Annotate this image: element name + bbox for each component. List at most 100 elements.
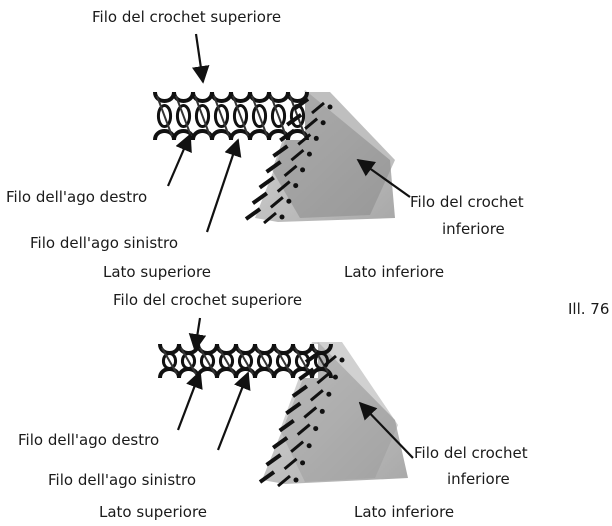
label-right-needle-thread-1: Filo dell'ago destro (6, 188, 148, 206)
label-right-needle-thread-2: Filo dell'ago destro (18, 431, 160, 449)
fabric-lower-side-2 (262, 342, 408, 484)
overlock-stitch-band-1 (153, 91, 309, 141)
diagonal-stitch (278, 418, 295, 433)
stitch-dot (286, 198, 292, 204)
needle-loop (156, 103, 173, 129)
needle-loop (213, 103, 230, 129)
diagonal-stitch (244, 207, 262, 221)
label-upper-looper-thread-1: Filo del crochet superiore (92, 8, 282, 26)
diagonal-stitch (298, 367, 315, 381)
label-lower-looper-thread-2a: Filo del crochet (414, 444, 528, 462)
stitch-dot (320, 120, 326, 126)
label-upper-side-1: Lato superiore (103, 263, 212, 281)
needle-loop (175, 103, 192, 129)
diagonal-stitch (311, 101, 325, 115)
stitch-dot (293, 183, 299, 189)
needle-loop (161, 352, 178, 370)
needle-loop (194, 103, 211, 129)
diagonal-stitch (292, 97, 310, 111)
needle-loop (313, 352, 330, 370)
diagonal-stitch (279, 128, 296, 143)
stitch-dot (279, 214, 285, 220)
diagonal-stitch (265, 160, 282, 174)
diagonal-stitch-row-1 (244, 97, 333, 225)
diagonal-stitch (323, 354, 337, 368)
needle-loop (180, 352, 197, 370)
arrow-left-needle-2 (216, 371, 251, 451)
diagonal-stitch (258, 470, 276, 484)
thread-cross (175, 95, 192, 137)
label-upper-looper-thread-2: Filo del crochet superiore (113, 291, 303, 309)
diagonal-stitch (283, 164, 298, 178)
arrow-lower-looper-2 (358, 401, 414, 459)
diagonal-stitch (316, 371, 331, 385)
diagonal-stitch (271, 436, 289, 450)
diagonal-stitch (285, 113, 303, 127)
diagonal-stitch (285, 401, 302, 416)
thread-cross (270, 95, 287, 137)
arrow-left-needle-1 (205, 138, 242, 233)
thread-cross (161, 347, 178, 375)
diagonal-stitch (296, 423, 311, 436)
label-left-needle-thread-1: Filo dell'ago sinistro (30, 234, 179, 252)
diagonal-stitch (291, 384, 309, 398)
needle-loop (237, 352, 254, 370)
thread-cross (180, 347, 197, 375)
thread-cross (199, 347, 216, 375)
diagonal-stitch (290, 440, 305, 453)
stitch-dot (306, 151, 312, 157)
diagonal-stitch (265, 453, 282, 467)
label-lower-looper-thread-1b: inferiore (442, 220, 505, 238)
label-lower-side-2: Lato inferiore (354, 503, 455, 521)
diagonal-stitch (297, 133, 312, 146)
thread-cross (237, 347, 254, 375)
diagonal-stitch (263, 211, 277, 225)
diagonal-stitch (309, 389, 324, 402)
stitch-dot (313, 135, 319, 141)
stitch-dot (313, 426, 319, 432)
label-lower-looper-thread-2b: inferiore (447, 470, 510, 488)
figure-reference: Ill. 76 (568, 300, 610, 318)
needle-loop (251, 103, 268, 129)
stitch-dot (293, 477, 299, 483)
diagonal-stitch (304, 117, 319, 130)
upper-looper-loop (286, 91, 309, 103)
stitch-dot (300, 167, 306, 173)
diagonal-stitch (251, 191, 269, 205)
stitch-dot (339, 357, 345, 363)
needle-loop (275, 352, 292, 370)
label-left-needle-thread-2: Filo dell'ago sinistro (48, 471, 197, 489)
diagonal-stitch (258, 175, 275, 190)
diagonal-stitch (303, 406, 318, 419)
stitch-dot (326, 391, 332, 397)
diagonal-stitch (269, 196, 284, 209)
needle-loop (218, 352, 235, 370)
arrow-upper-looper-2 (188, 317, 207, 352)
label-lower-looper-thread-1a: Filo del crochet (410, 193, 524, 211)
needle-loop (232, 103, 249, 129)
thread-cross (213, 95, 230, 137)
thread-cross (294, 347, 311, 375)
thread-cross (194, 95, 211, 137)
label-upper-side-2: Lato superiore (99, 503, 208, 521)
arrow-right-needle-2 (176, 370, 203, 431)
needle-loop (199, 352, 216, 370)
arrow-right-needle-1 (166, 133, 192, 187)
stitch-dot (327, 104, 333, 110)
diagonal-stitch (283, 457, 298, 471)
needle-loop (270, 103, 287, 129)
arrow-lower-looper-1 (356, 158, 411, 198)
diagonal-stitch (272, 144, 289, 158)
arrow-upper-looper-1 (192, 33, 210, 84)
stitch-dot (300, 460, 306, 466)
stitch-dot (332, 374, 338, 380)
diagonal-stitch (276, 180, 291, 193)
diagonal-stitch (304, 350, 322, 364)
diagonal-stitch (290, 148, 305, 162)
diagonal-stitch-row-2 (258, 350, 345, 488)
stitch-diagram-1 (153, 33, 411, 233)
diagonal-stitch (277, 474, 291, 488)
thread-cross (256, 347, 273, 375)
